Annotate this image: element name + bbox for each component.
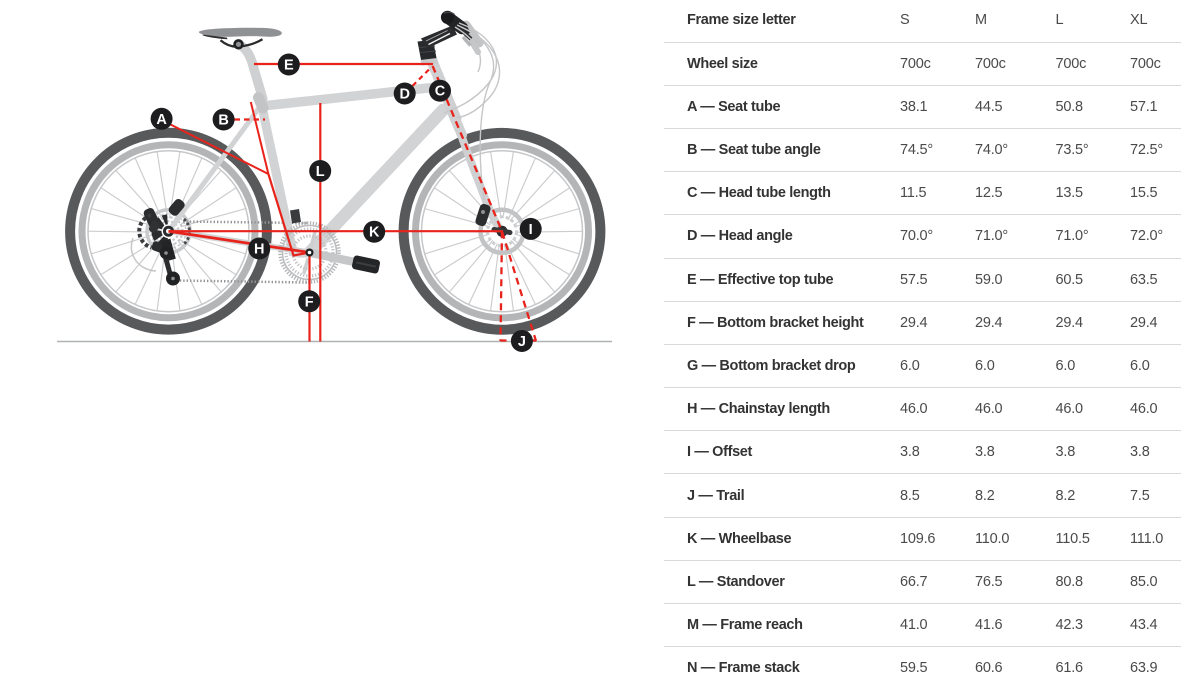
svg-text:L: L [316, 164, 325, 180]
svg-text:J: J [518, 334, 526, 350]
svg-text:A: A [156, 112, 167, 128]
svg-text:H: H [254, 242, 264, 258]
svg-text:D: D [399, 87, 409, 103]
svg-text:I: I [529, 222, 533, 238]
svg-text:B: B [218, 113, 228, 129]
svg-text:E: E [284, 58, 294, 74]
svg-text:F: F [305, 294, 314, 310]
svg-text:K: K [369, 225, 380, 241]
svg-text:C: C [435, 84, 446, 100]
